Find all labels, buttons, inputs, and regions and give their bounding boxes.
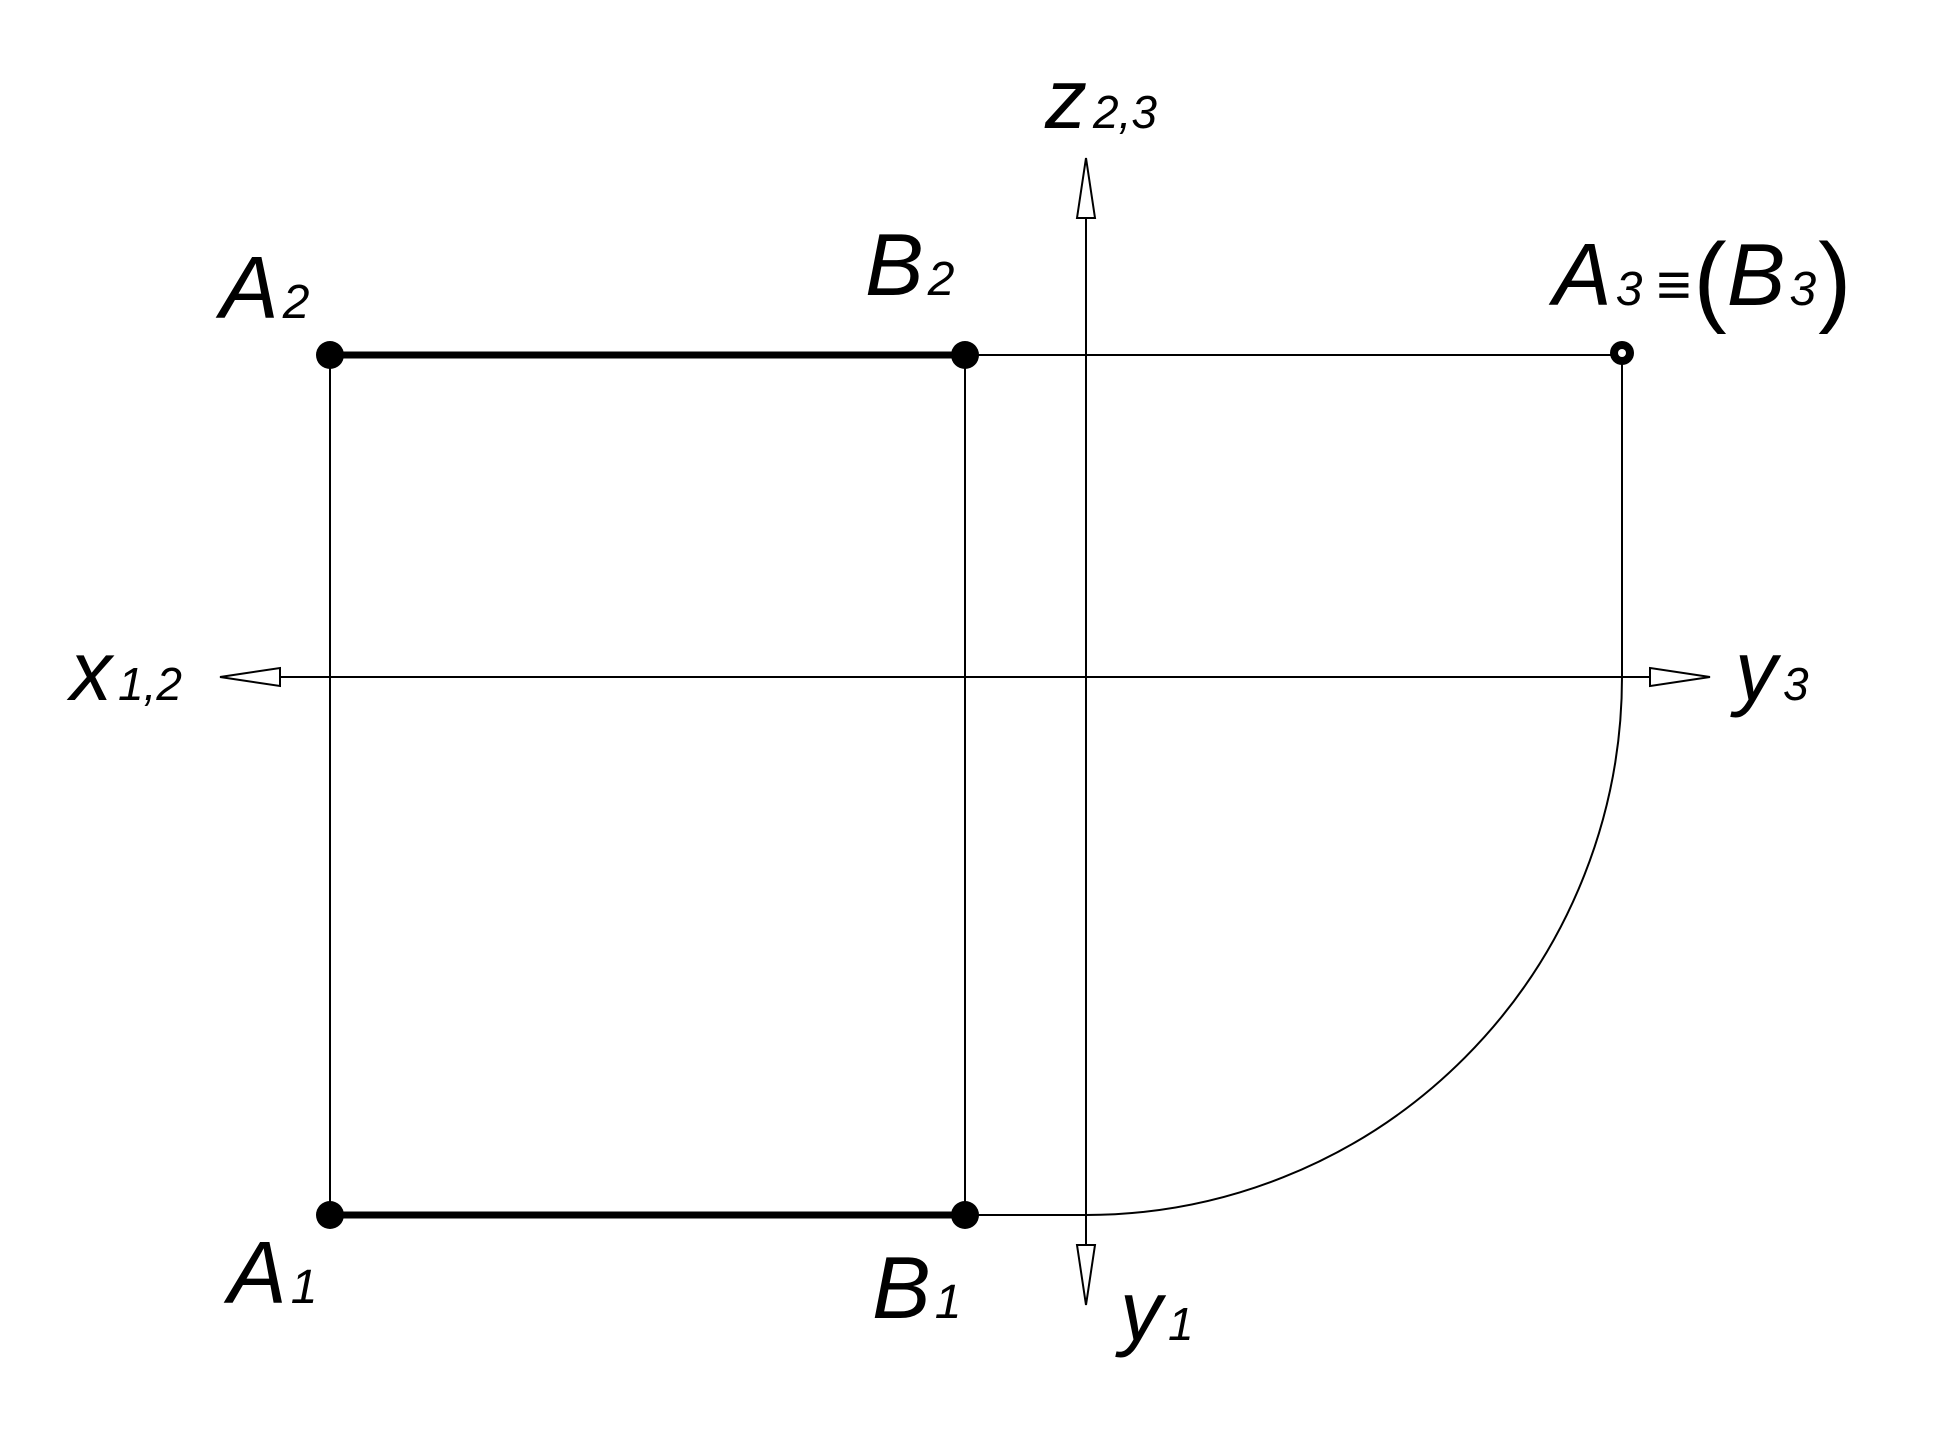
axis-z-letter: z	[1044, 52, 1087, 146]
label-A2-sub: 2	[282, 276, 310, 329]
axis-y3-letter: y	[1730, 624, 1782, 718]
label-A1-letter: A	[223, 1223, 287, 1322]
axis-x-letter: x	[66, 624, 115, 718]
axis-y1-sub: 1	[1168, 1298, 1194, 1350]
point-B2	[951, 341, 979, 369]
label-B1-letter: B	[872, 1238, 931, 1337]
axis-y1-letter: y	[1115, 1264, 1167, 1358]
label-B2: B2	[865, 215, 954, 314]
point-B1	[951, 1201, 979, 1229]
label-A3-B3: A3≡(B3)	[1548, 223, 1851, 335]
coincidence-symbol: ≡	[1656, 251, 1691, 318]
projection-lines	[329, 354, 1623, 1216]
z-arrowhead	[1075, 157, 1097, 219]
label-B3-letter: B	[1727, 225, 1786, 324]
label-A1: A1	[223, 1223, 317, 1322]
axis-y3-sub: 3	[1783, 658, 1809, 710]
point-A1	[316, 1201, 344, 1229]
label-B1-sub: 1	[935, 1276, 962, 1329]
axis-z-sub: 2,3	[1092, 86, 1157, 138]
axis-x-sub: 1,2	[118, 658, 182, 710]
paren-open: (	[1693, 223, 1726, 335]
x-arrowhead	[219, 666, 281, 688]
label-A2: A2	[215, 238, 309, 337]
label-A2-letter: A	[215, 238, 279, 337]
label-A3-sub: 3	[1616, 263, 1643, 316]
label-B1: B1	[872, 1238, 961, 1337]
segments	[326, 351, 969, 1219]
label-B2-sub: 2	[927, 253, 955, 306]
y3-arrowhead	[1649, 666, 1711, 688]
paren-close: )	[1818, 223, 1851, 335]
label-A3-letter: A	[1548, 225, 1612, 324]
axis-arrowheads	[219, 157, 1711, 1306]
y1-arrowhead	[1075, 1244, 1097, 1306]
label-A1-sub: 1	[291, 1261, 318, 1314]
points	[316, 341, 1634, 1229]
transfer-arc	[1085, 676, 1623, 1216]
point-A3-inner	[1618, 349, 1626, 357]
label-B3-sub: 3	[1789, 263, 1816, 316]
label-B2-letter: B	[865, 215, 924, 314]
point-A2	[316, 341, 344, 369]
